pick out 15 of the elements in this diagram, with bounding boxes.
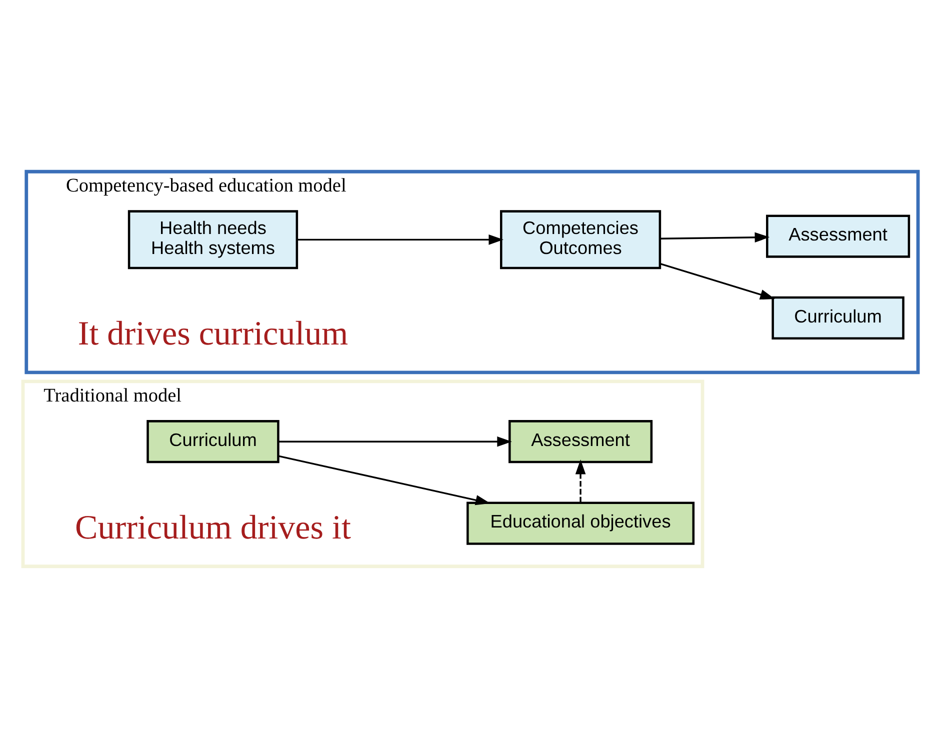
node-box: Curriculum — [771, 296, 904, 340]
node-box: Competencies Outcomes — [500, 210, 661, 270]
arrow — [296, 234, 503, 245]
arrow — [278, 455, 490, 506]
arrow — [574, 460, 586, 503]
arrow — [659, 232, 770, 243]
arrow — [278, 436, 512, 447]
node-box: Assessment — [508, 420, 652, 464]
node-box: Assessment — [766, 214, 910, 258]
node-box: Educational objectives — [466, 502, 694, 545]
arrow — [659, 262, 774, 300]
node-box: Curriculum — [146, 420, 279, 464]
label: It drives curriculum — [77, 316, 348, 353]
label: Curriculum drives it — [74, 510, 350, 547]
node-box: Health needs Health systems — [127, 210, 298, 270]
